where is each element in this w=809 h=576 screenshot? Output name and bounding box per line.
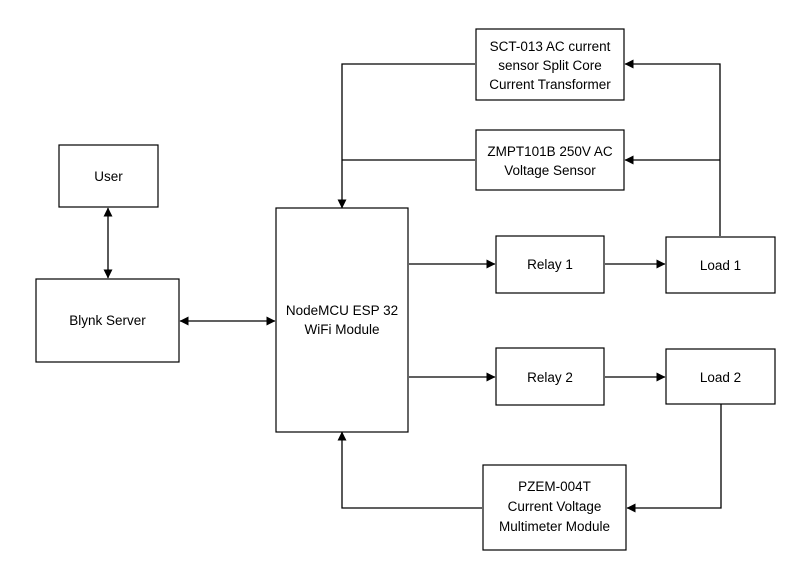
nodemcu-label-line-2: WiFi Module [304, 322, 379, 337]
relay2-label: Relay 2 [527, 370, 573, 385]
pzem-label-line-2: Current Voltage [508, 499, 602, 514]
connector-sct013-nodemcu [337, 63, 475, 209]
relay2-block: Relay 2 [495, 347, 605, 406]
load1-label: Load 1 [700, 258, 741, 273]
connector-load2-pzem [626, 404, 722, 513]
blynk-server-label: Blynk Server [69, 313, 146, 328]
zmpt101b-block: ZMPT101B 250V AC Voltage Sensor [475, 129, 625, 191]
pzem-label-line-1: PZEM-004T [518, 479, 591, 494]
nodemcu-label-line-1: NodeMCU ESP 32 [286, 303, 398, 318]
pzem-block: PZEM-004T Current Voltage Multimeter Mod… [482, 464, 627, 551]
load2-label: Load 2 [700, 370, 741, 385]
zmpt101b-label-line-2: Voltage Sensor [504, 163, 596, 178]
load1-block: Load 1 [665, 236, 776, 294]
pzem-label-line-3: Multimeter Module [499, 519, 610, 534]
user-block: User [58, 144, 159, 208]
nodemcu-block: NodeMCU ESP 32 WiFi Module [275, 207, 409, 433]
connectors [103, 59, 722, 513]
user-label: User [94, 169, 123, 184]
relay1-block: Relay 1 [495, 235, 605, 294]
connector-load1-sct013 [624, 59, 721, 236]
sct013-label-line-1: SCT-013 AC current [490, 39, 611, 54]
sct013-label-line-2: sensor Split Core [498, 58, 602, 73]
connector-pzem-nodemcu [337, 431, 482, 509]
sct013-block: SCT-013 AC current sensor Split Core Cur… [475, 28, 625, 101]
blynk-server-block: Blynk Server [35, 278, 180, 363]
relay1-label: Relay 1 [527, 257, 573, 272]
load2-block: Load 2 [665, 348, 776, 405]
zmpt101b-label-line-1: ZMPT101B 250V AC [487, 144, 613, 159]
sct013-label-line-3: Current Transformer [489, 77, 611, 92]
